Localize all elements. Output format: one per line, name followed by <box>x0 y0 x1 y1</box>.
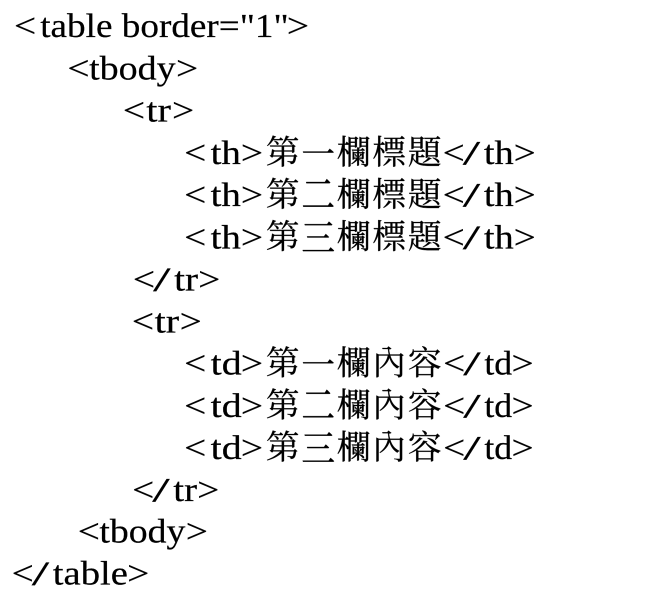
svg-text:table border="1": table border="1" <box>40 8 288 45</box>
svg-text:>: > <box>180 304 202 341</box>
svg-text:td: td <box>484 388 512 425</box>
svg-text:>: > <box>176 51 198 88</box>
svg-text:tbody: tbody <box>89 51 176 88</box>
svg-text:/: / <box>463 430 481 467</box>
svg-text:td: td <box>211 430 242 467</box>
svg-text:>: > <box>512 346 534 383</box>
svg-text:<: < <box>67 51 89 88</box>
svg-text:<: < <box>123 93 145 130</box>
svg-text:>: > <box>172 93 194 130</box>
svg-text:/: / <box>153 261 171 298</box>
svg-text:<: < <box>443 388 465 425</box>
svg-text:>: > <box>241 135 263 172</box>
svg-text:/: / <box>463 135 481 172</box>
svg-text:<: < <box>132 304 154 341</box>
svg-text:td: td <box>211 388 242 425</box>
svg-text:<: < <box>184 430 206 467</box>
svg-text:th: th <box>211 219 241 256</box>
svg-text:tr: tr <box>174 261 199 298</box>
svg-text:td: td <box>484 346 512 383</box>
svg-text:/: / <box>463 219 481 256</box>
svg-text:<: < <box>133 261 155 298</box>
svg-text:>: > <box>512 430 534 467</box>
svg-text:tr: tr <box>146 93 171 130</box>
svg-text:>: > <box>241 346 263 383</box>
svg-text:tbody: tbody <box>99 514 185 551</box>
svg-text:>: > <box>241 177 263 214</box>
svg-text:<: < <box>443 219 465 256</box>
svg-text:>: > <box>241 430 263 467</box>
svg-text:<: < <box>78 514 100 551</box>
svg-text:<: < <box>443 430 465 467</box>
svg-text:<: < <box>443 346 465 383</box>
svg-text:>: > <box>514 219 536 256</box>
svg-text:<: < <box>132 472 154 509</box>
svg-text:<: < <box>443 177 465 214</box>
svg-text:>: > <box>287 8 309 45</box>
svg-text:<: < <box>184 135 206 172</box>
svg-text:<: < <box>184 388 206 425</box>
svg-text:<: < <box>184 177 206 214</box>
svg-text:table: table <box>53 555 128 592</box>
svg-text:<: < <box>14 8 36 45</box>
svg-text:<: < <box>12 555 34 592</box>
svg-text:/: / <box>463 346 481 383</box>
svg-text:>: > <box>127 555 149 592</box>
svg-text:<: < <box>443 135 465 172</box>
svg-text:th: th <box>211 177 241 214</box>
svg-text:>: > <box>241 388 263 425</box>
svg-text:>: > <box>198 261 220 298</box>
svg-text:td: td <box>484 430 512 467</box>
svg-text:/: / <box>463 177 481 214</box>
svg-text:>: > <box>514 135 536 172</box>
svg-text:th: th <box>484 135 514 172</box>
svg-text:/: / <box>32 555 50 592</box>
svg-text:/: / <box>463 388 481 425</box>
svg-text:/: / <box>152 472 170 509</box>
svg-text:>: > <box>241 219 263 256</box>
svg-text:th: th <box>211 135 241 172</box>
svg-text:tr: tr <box>173 472 197 509</box>
svg-text:>: > <box>186 514 208 551</box>
svg-text:<: < <box>184 346 206 383</box>
svg-text:tr: tr <box>155 304 180 341</box>
svg-text:>: > <box>197 472 219 509</box>
svg-text:th: th <box>484 177 514 214</box>
svg-text:>: > <box>514 177 536 214</box>
svg-text:<: < <box>184 219 206 256</box>
svg-text:td: td <box>211 346 242 383</box>
svg-text:>: > <box>512 388 534 425</box>
svg-text:th: th <box>484 219 514 256</box>
